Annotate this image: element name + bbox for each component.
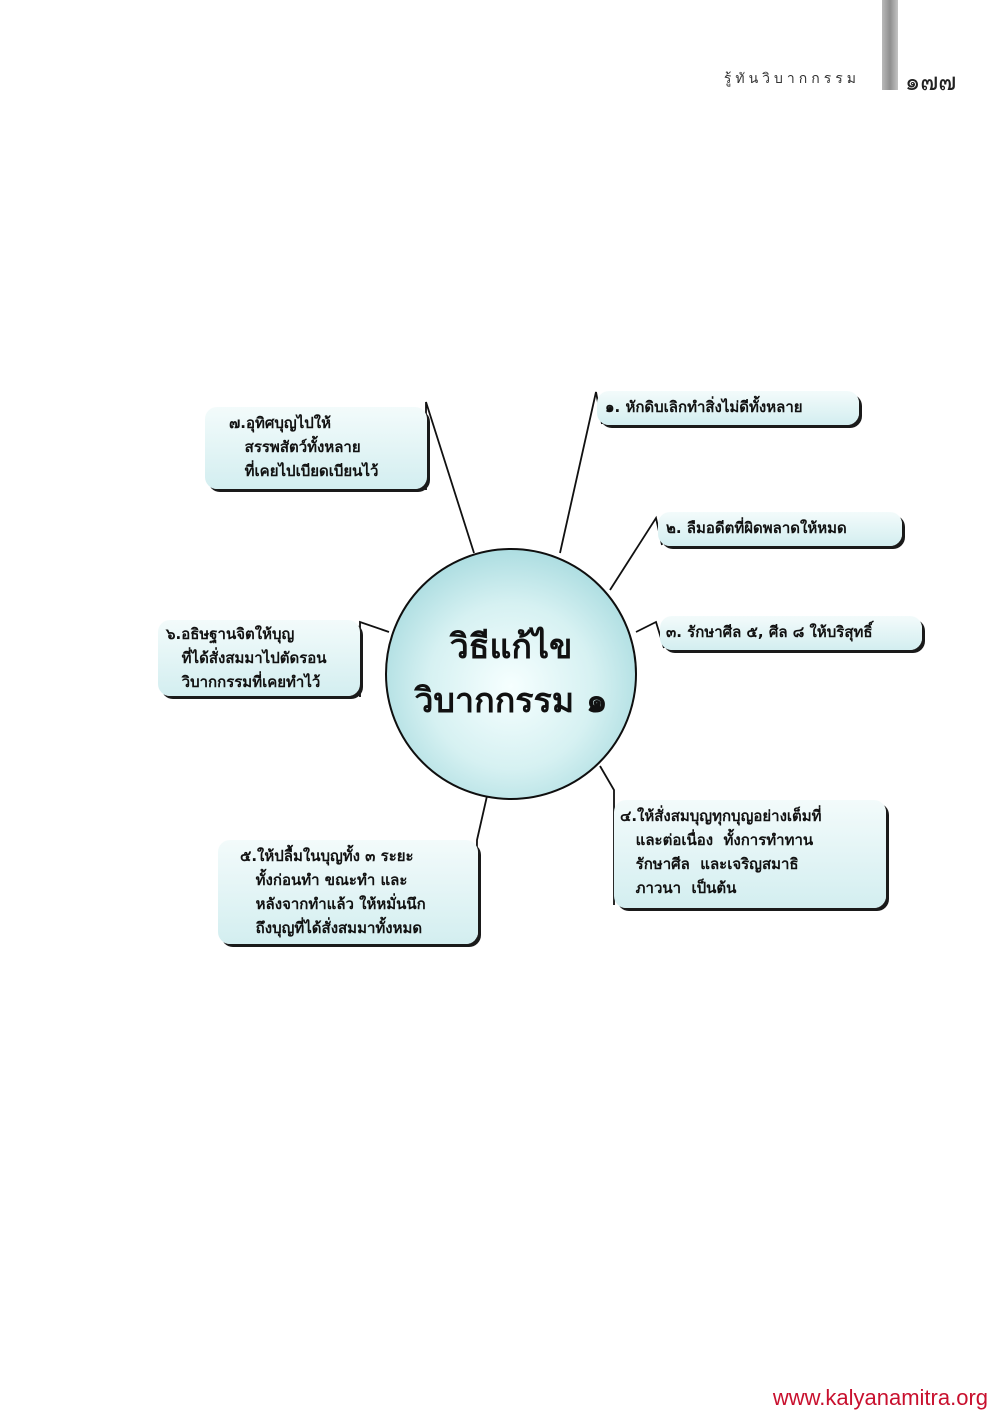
center-circle: วิธีแก้ไข วิบากกรรม ๑ [385,548,637,800]
footer-website-url: www.kalyanamitra.org [772,1385,988,1410]
running-header-title: รู้ทันวิบากกรรม [723,71,860,87]
center-title-line2: วิบากกรรม ๑ [414,681,608,721]
page-number: ๑๗๗ [905,68,957,96]
connector-item-6 [359,620,390,697]
callout-item-5: ๕.ให้ปลื้มในบุญทั้ง ๓ ระยะ ทั้งก่อนทำ ขณ… [218,840,478,944]
callout-item-2: ๒. ลืมอดีตที่ผิดพลาดให้หมด [658,512,902,546]
callout-item-4: ๔.ให้สั่งสมบุญทุกบุญอย่างเต็มที่ และต่อเ… [614,800,886,908]
connector-item-2 [609,515,663,591]
callout-item-3: ๓. รักษาศีล ๕, ศีล ๘ ให้บริสุทธิ์ [660,616,922,650]
callout-item-6: ๖.อธิษฐานจิตให้บุญ ที่ได้สั่งสมมาไปตัดรอ… [158,620,360,696]
connector-item-7 [425,401,475,554]
header-decor-bar [882,0,898,90]
center-title-line1: วิธีแก้ไข [449,627,573,667]
connector-item-4 [599,765,615,905]
callout-item-7: ๗.อุทิศบุญไปให้ สรรพสัตว์ทั้งหลาย ที่เคย… [205,407,427,489]
callout-item-1: ๑. หักดิบเลิกทำสิ่งไม่ดีทั้งหลาย [597,391,859,425]
connector-item-1 [559,391,603,554]
